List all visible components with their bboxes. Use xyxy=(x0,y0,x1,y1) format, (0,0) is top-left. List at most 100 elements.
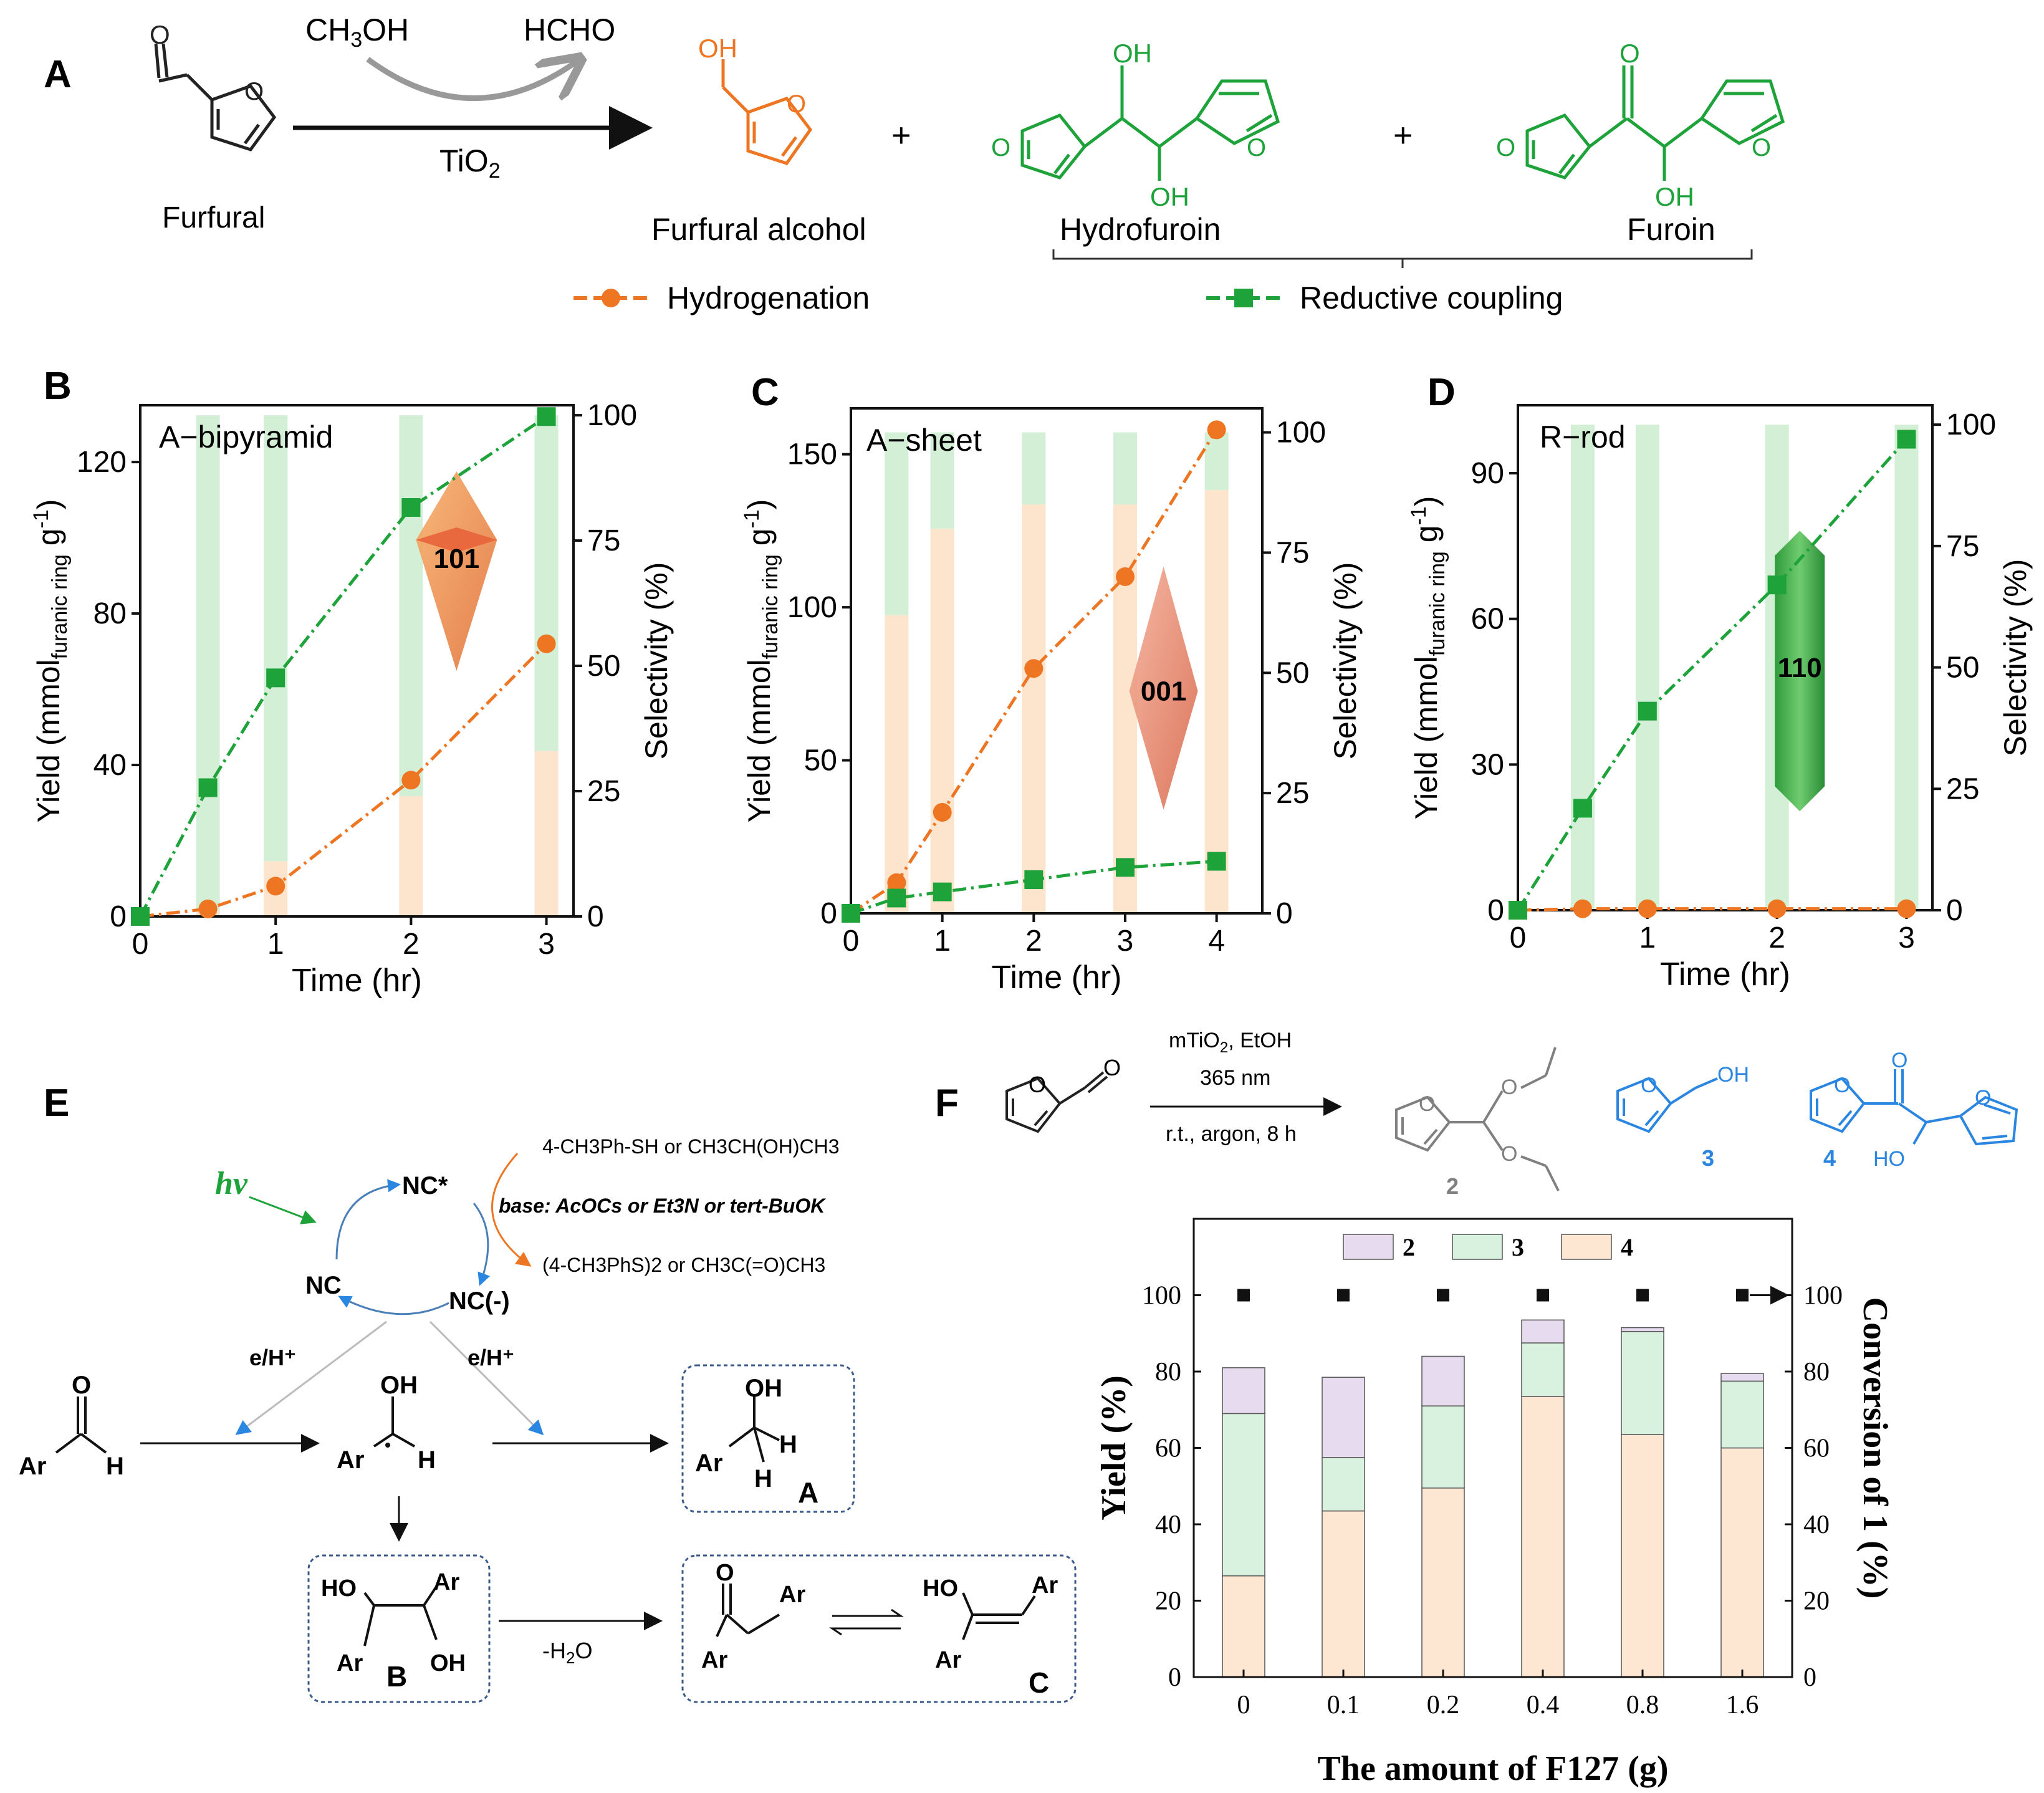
product-c-keto-ar2: Ar xyxy=(701,1647,727,1673)
x-tick-label: 0.8 xyxy=(1626,1691,1659,1719)
x-tick-label: 0.1 xyxy=(1327,1691,1360,1719)
base-label: base: AcOCs or Et3N or tert-BuOK xyxy=(499,1195,827,1217)
product-c-enol-ar2: Ar xyxy=(935,1647,961,1673)
data-point-hydrogenation xyxy=(933,803,952,822)
x-tick-label: 0.2 xyxy=(1427,1691,1460,1719)
plot-frame xyxy=(1192,1218,1793,1678)
data-point-coupling xyxy=(887,888,906,908)
radical-oh: OH xyxy=(380,1372,418,1399)
scheme-f: O O mTiO2, EtOH 365 nm r.t., argon, 8 h … xyxy=(1005,1029,2018,1199)
data-point-hydrogenation xyxy=(1897,899,1916,918)
data-point-coupling xyxy=(1207,852,1226,871)
sheet-crystal xyxy=(1129,566,1198,810)
x-axis-label: Time (hr) xyxy=(292,963,422,999)
product-a-h1: H xyxy=(779,1431,797,1458)
furfural-o-label: O xyxy=(150,20,170,49)
product-a-ar: Ar xyxy=(695,1449,722,1477)
f-product-4-o-ring1: O xyxy=(1834,1074,1850,1097)
y2-tick-label: 50 xyxy=(1276,656,1309,690)
conversion-marker xyxy=(1736,1289,1749,1302)
x-axis-label: Time (hr) xyxy=(992,959,1122,996)
bar-segment-3 xyxy=(1322,1457,1365,1512)
aldehyde-ar: Ar xyxy=(19,1453,46,1480)
y2-tick-label: 0 xyxy=(587,900,604,933)
selectivity-bar-coupling xyxy=(399,415,423,797)
data-point-hydrogenation xyxy=(1207,420,1226,440)
chart-title: R−rod xyxy=(1540,420,1626,454)
product-b-ar2: Ar xyxy=(337,1650,363,1676)
hydrofuroin-oh-bottom: OH xyxy=(1150,182,1189,211)
conversion-marker xyxy=(1237,1289,1250,1302)
f-conditions-2: 365 nm xyxy=(1200,1066,1270,1090)
furoin-label: Furoin xyxy=(1627,212,1715,247)
product-b-structure xyxy=(363,1585,438,1646)
eh-label-left: e/H⁺ xyxy=(249,1345,296,1370)
eh-arrow-left xyxy=(235,1320,387,1435)
x-tick-label: 2 xyxy=(403,928,420,961)
y2-tick-label: 0 xyxy=(1803,1663,1816,1692)
x-tick-label: 0 xyxy=(132,928,149,961)
plus-1: + xyxy=(891,117,911,154)
data-point-hydrogenation xyxy=(537,634,556,653)
data-point-coupling xyxy=(1638,701,1657,721)
reagent-label: CH3OH xyxy=(305,12,409,52)
y2-tick-label: 25 xyxy=(1946,772,1979,805)
y2-tick-label: 75 xyxy=(587,524,620,557)
f-product-2-ring-o: O xyxy=(1419,1092,1435,1116)
y-tick-label: 40 xyxy=(94,749,127,782)
f-conditions-1: mTiO2, EtOH xyxy=(1169,1029,1292,1056)
eh-arrow-right xyxy=(429,1320,544,1436)
methanol-curve-arrow xyxy=(366,59,580,101)
conversion-marker xyxy=(1537,1289,1549,1302)
box-b xyxy=(307,1554,491,1703)
data-point-coupling xyxy=(1897,430,1916,449)
selectivity-bar-coupling xyxy=(1113,432,1137,505)
f-conditions-3: r.t., argon, 8 h xyxy=(1166,1122,1297,1146)
f-product-4 xyxy=(1810,1069,2018,1146)
cycle-arc-left xyxy=(335,1179,401,1260)
y-axis-label: Yield (mmolfuranic ring g-1) xyxy=(1407,496,1449,820)
x-tick-label: 0 xyxy=(1510,921,1527,954)
series-line-coupling xyxy=(850,860,1217,915)
y-tick-label: 60 xyxy=(1155,1435,1181,1463)
radical-dot xyxy=(385,1443,390,1448)
legend-swatch-2 xyxy=(1343,1234,1394,1260)
plus-2: + xyxy=(1393,117,1413,154)
data-point-hydrogenation xyxy=(1638,899,1657,918)
f-substrate-o-ring: O xyxy=(1029,1072,1046,1097)
bar-segment-3 xyxy=(1222,1413,1265,1577)
product-a-structure xyxy=(728,1396,780,1463)
furoin-o-top: O xyxy=(1619,39,1640,68)
data-point-coupling xyxy=(537,407,556,426)
bar-segment-3 xyxy=(1521,1342,1565,1397)
f-substrate-o: O xyxy=(1103,1055,1121,1080)
x-tick-label: 1 xyxy=(1639,921,1656,954)
selectivity-bar-hydrogenation xyxy=(930,528,954,913)
y2-tick-label: 50 xyxy=(587,650,620,683)
cycle-arc-bottom xyxy=(338,1295,449,1315)
selectivity-bar-coupling xyxy=(1635,425,1659,910)
legend-label-3: 3 xyxy=(1512,1233,1524,1261)
bar-segment-4 xyxy=(1521,1396,1565,1678)
f-product-3-oh: OH xyxy=(1717,1063,1749,1087)
byproduct-label: HCHO xyxy=(524,12,615,47)
f-product-4-label: 4 xyxy=(1823,1145,1836,1171)
furfural-alcohol-structure xyxy=(721,59,813,165)
y2-tick-label: 100 xyxy=(1276,416,1326,449)
bar-segment-4 xyxy=(1720,1447,1764,1678)
nc-minus-label: NC(-) xyxy=(449,1287,510,1315)
selectivity-bar-hydrogenation xyxy=(399,796,423,916)
y-tick-label: 90 xyxy=(1471,457,1504,490)
legend-label-4: 4 xyxy=(1621,1233,1633,1261)
bar-segment-4 xyxy=(1222,1575,1265,1678)
data-point-hydrogenation xyxy=(1024,659,1044,678)
y-tick-label: 0 xyxy=(1487,894,1504,927)
data-point-hydrogenation xyxy=(401,771,421,790)
product-b-ho: HO xyxy=(321,1575,357,1602)
y2-tick-label: 80 xyxy=(1803,1358,1830,1387)
